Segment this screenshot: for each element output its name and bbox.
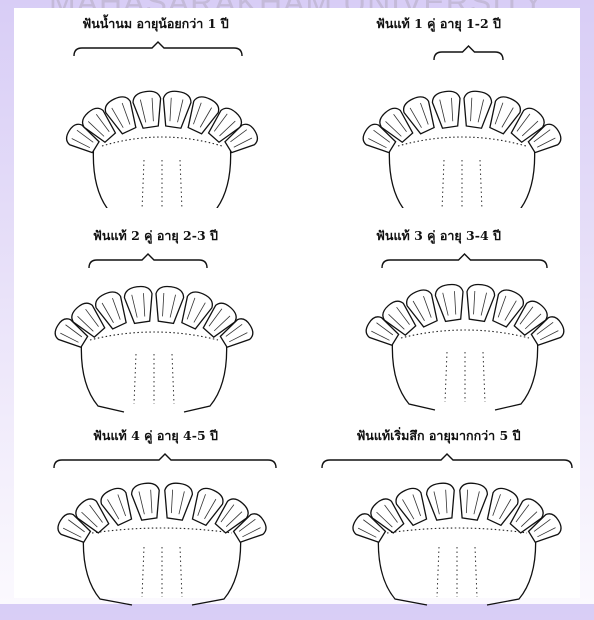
diagram-cell-worn-teeth: ฟันแท้เริ่มสึก อายุมากกว่า 5 ปี	[297, 420, 580, 620]
palate-line	[142, 547, 144, 597]
palate-line	[180, 160, 182, 208]
incisor-tooth	[161, 481, 194, 521]
incisor-tooth	[132, 90, 165, 130]
diagram-cell-4-pair: ฟันแท้ 4 คู่ อายุ 4-5 ปี	[14, 420, 297, 620]
diagram-cell-milk-teeth: ฟันน้ำนม อายุน้อยกว่า 1 ปี	[14, 8, 297, 208]
age-bracket	[322, 454, 572, 468]
incisor-tooth	[463, 283, 496, 323]
incisor-tooth	[160, 90, 193, 130]
diagram-cell-3-pair: ฟันแท้ 3 คู่ อายุ 3-4 ปี	[297, 220, 580, 420]
palate-line	[445, 352, 447, 402]
palate-line	[142, 160, 144, 208]
palate-line	[483, 352, 485, 402]
teeth-age-diagram: ฟันน้ำนม อายุน้อยกว่า 1 ปี ฟันแท้ 1 คู่ …	[14, 8, 580, 598]
jaw-illustration	[297, 420, 580, 620]
palate-line	[172, 354, 174, 404]
incisor-tooth	[431, 90, 464, 130]
incisor-tooth	[152, 285, 185, 325]
gum-line	[387, 528, 527, 533]
diagram-cell-1-pair: ฟันแท้ 1 คู่ อายุ 1-2 ปี	[297, 8, 580, 208]
gum-line	[90, 332, 218, 340]
jaw-illustration	[14, 220, 297, 420]
age-bracket	[434, 46, 503, 60]
palate-line	[437, 547, 439, 597]
incisor-tooth	[130, 481, 163, 521]
palate-line	[475, 547, 477, 597]
jaw-illustration	[297, 220, 580, 420]
age-bracket	[74, 42, 242, 56]
incisor-tooth	[425, 481, 458, 521]
gum-line	[401, 330, 529, 338]
palate-line	[480, 160, 482, 208]
palate-line	[180, 547, 182, 597]
incisor-tooth	[123, 285, 156, 325]
age-bracket	[89, 254, 207, 268]
palate-line	[442, 160, 444, 208]
incisor-tooth	[456, 481, 489, 521]
gum-line	[92, 528, 232, 533]
jaw-illustration	[14, 8, 297, 208]
diagram-cell-2-pair: ฟันแท้ 2 คู่ อายุ 2-3 ปี	[14, 220, 297, 420]
palate-line	[134, 354, 136, 404]
gum-line	[102, 137, 222, 146]
jaw-illustration	[297, 8, 580, 208]
gum-line	[398, 137, 526, 146]
jaw-illustration	[14, 420, 297, 620]
age-bracket	[54, 454, 276, 468]
incisor-tooth	[460, 90, 493, 130]
age-bracket	[382, 254, 547, 268]
incisor-tooth	[434, 283, 467, 323]
